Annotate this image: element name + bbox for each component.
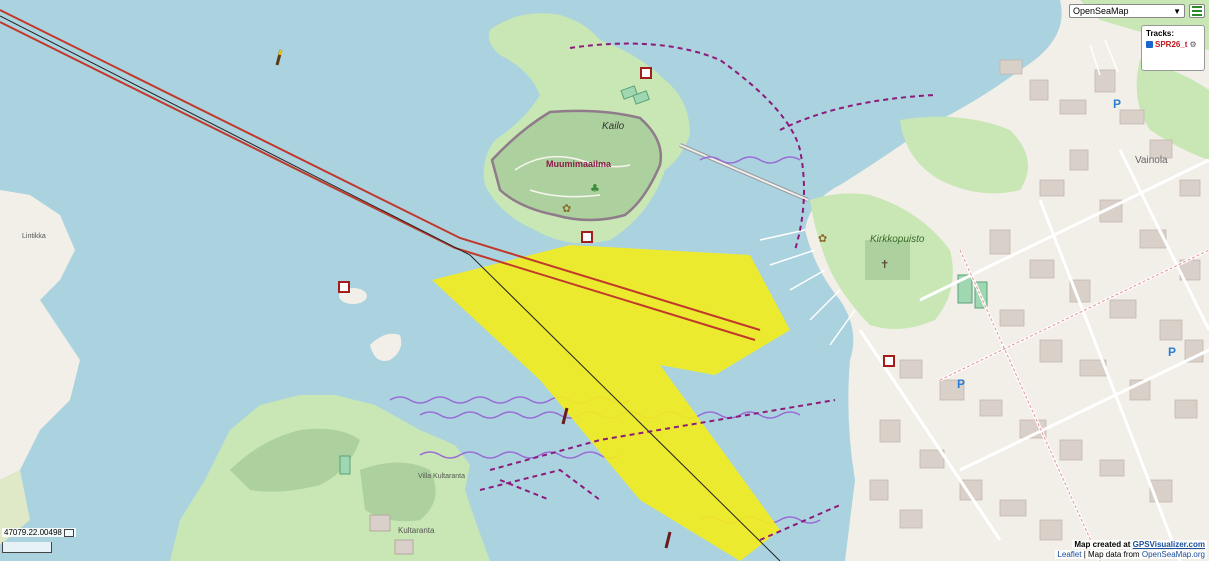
buoy-markers	[338, 67, 895, 367]
parking-icon: P	[957, 377, 965, 391]
coords-text: 47079.22.00498	[4, 528, 62, 537]
gear-icon[interactable]: ⚙	[1189, 40, 1197, 49]
coordinate-readout: 47079.22.00498	[2, 528, 76, 537]
track-name[interactable]: SPR26_t	[1155, 40, 1188, 49]
beacon-icon	[561, 407, 569, 425]
layer-select[interactable]: OpenSeaMap ▼	[1069, 4, 1185, 18]
tracks-panel: Tracks: SPR26_t ⚙	[1141, 25, 1205, 71]
label-kultaranta: Kultaranta	[398, 526, 435, 535]
chevron-down-icon: ▼	[1173, 6, 1181, 16]
leaflet-link[interactable]: Leaflet	[1057, 550, 1082, 559]
parking-icon: P	[1168, 345, 1176, 359]
label-muumimaailma: Muumimaailma	[546, 159, 612, 169]
created-credit: Map created at GPSVisualizer.com	[1072, 540, 1207, 549]
ruler-icon[interactable]	[63, 528, 74, 537]
track-checkbox[interactable]	[1146, 41, 1153, 48]
muumimaailma-area	[490, 109, 663, 222]
label-vainola: Vainola	[1135, 155, 1168, 166]
tree-icon: ♣	[590, 182, 600, 195]
east-mainland	[805, 0, 1209, 561]
scale-bar	[2, 542, 52, 553]
gpsvisualizer-link[interactable]: GPSVisualizer.com	[1132, 540, 1205, 549]
track-row[interactable]: SPR26_t ⚙	[1146, 40, 1200, 49]
dashed-routes	[479, 42, 936, 541]
beacon-icon	[664, 531, 672, 549]
label-villa-kultaranta: Villa Kultaranta	[418, 473, 465, 480]
menu-icon[interactable]	[1189, 4, 1205, 18]
attribution: Leaflet | Map data from OpenSeaMap.org	[1055, 550, 1207, 559]
gps-track	[0, 9, 761, 341]
layer-select-value: OpenSeaMap	[1073, 6, 1129, 16]
label-kailo: Kailo	[602, 121, 625, 132]
tracks-title: Tracks:	[1146, 29, 1175, 38]
west-shore	[0, 190, 80, 480]
label-kirkkopuisto: Kirkkopuisto	[870, 234, 925, 245]
parking-icon: P	[1113, 97, 1121, 111]
flower-icon: ✿	[562, 202, 571, 215]
openseamap-link[interactable]: OpenSeaMap.org	[1141, 550, 1205, 559]
label-lintikka: Lintikka	[22, 233, 46, 240]
church-icon: ✝	[880, 258, 889, 271]
black-track	[0, 15, 781, 561]
flower-icon: ✿	[818, 232, 827, 245]
